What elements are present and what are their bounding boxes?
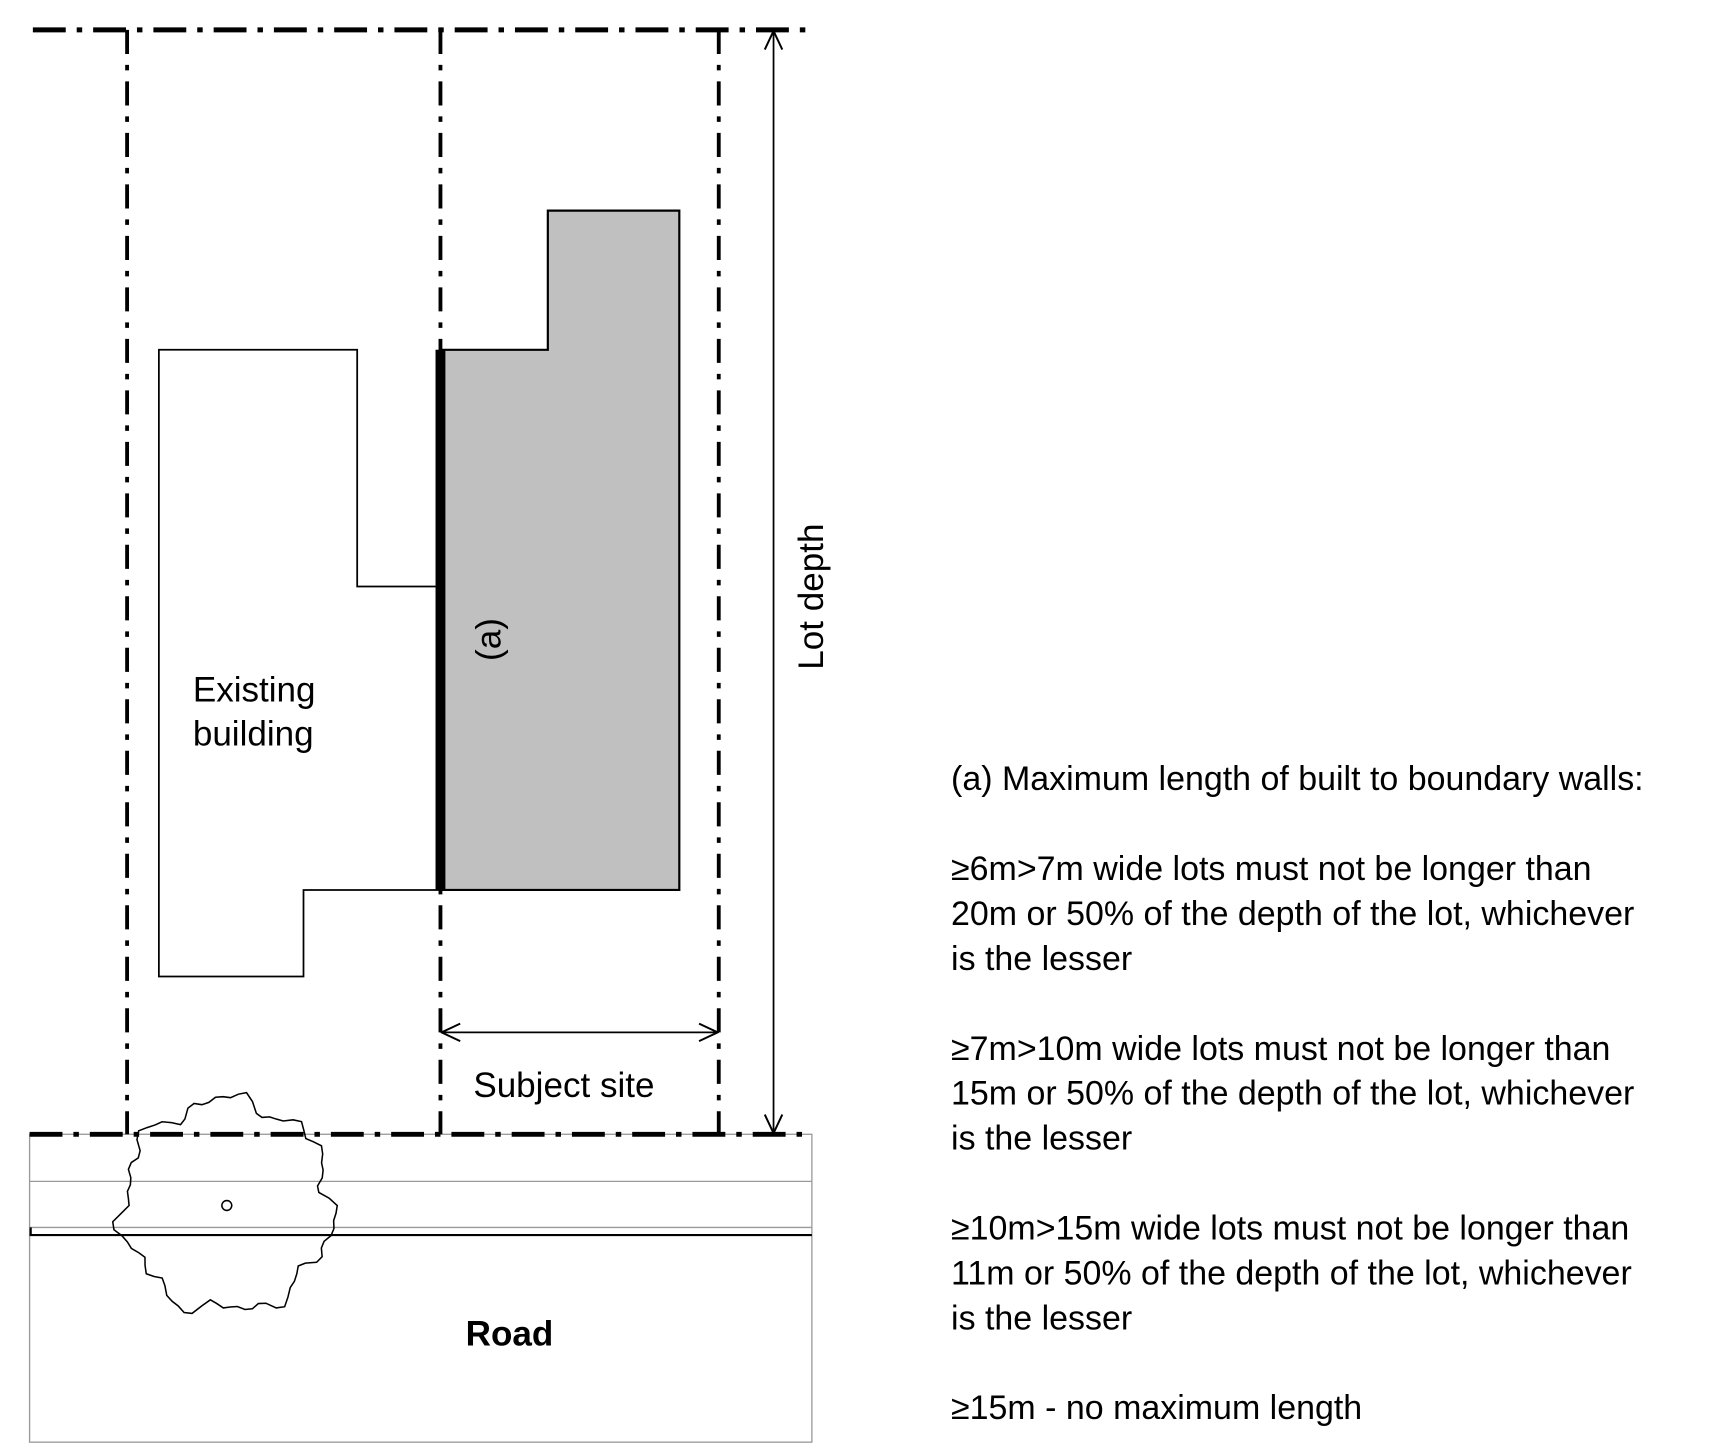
rule-line: 20m or 50% of the depth of the lot, whic… [951, 895, 1634, 933]
rule-6-7m: ≥6m>7m wide lots must not be longer than… [951, 850, 1644, 978]
lot-boundaries [29, 27, 813, 1137]
lot-depth-label: Lot depth [792, 524, 831, 670]
rule-15m: ≥15m - no maximum length [951, 1389, 1362, 1427]
rule-line: 11m or 50% of the depth of the lot, whic… [951, 1254, 1632, 1292]
rule-line: 15m or 50% of the depth of the lot, whic… [951, 1075, 1634, 1113]
rule-line: ≥7m>10m wide lots must not be longer tha… [951, 1030, 1610, 1068]
wall-label: (a) [470, 618, 509, 661]
rule-10-15m: ≥10m>15m wide lots must not be longer th… [951, 1209, 1641, 1337]
rule-line: is the lesser [951, 1120, 1132, 1158]
tree-canopy [111, 1091, 339, 1315]
road [28, 1133, 813, 1443]
rule-7-10m: ≥7m>10m wide lots must not be longer tha… [951, 1030, 1644, 1158]
proposed-building [439, 209, 681, 892]
road-label: Road [466, 1315, 554, 1354]
rule-line: ≥6m>7m wide lots must not be longer than [951, 850, 1592, 888]
existing-building-label-line1: Existing [193, 670, 316, 709]
road-area [28, 1133, 813, 1443]
rule-line: is the lesser [951, 940, 1132, 978]
notes-heading: (a) Maximum length of built to boundary … [951, 760, 1644, 798]
tree-trunk [221, 1199, 233, 1212]
existing-building [157, 348, 442, 978]
existing-building-label: Existing building [193, 670, 325, 753]
street-tree [111, 1091, 339, 1315]
existing-building-label-line2: building [193, 714, 314, 753]
notes: (a) Maximum length of built to boundary … [951, 760, 1644, 1427]
subject-site-label: Subject site [473, 1066, 654, 1105]
rule-line: is the lesser [951, 1299, 1132, 1337]
rule-line: ≥10m>15m wide lots must not be longer th… [951, 1209, 1629, 1247]
